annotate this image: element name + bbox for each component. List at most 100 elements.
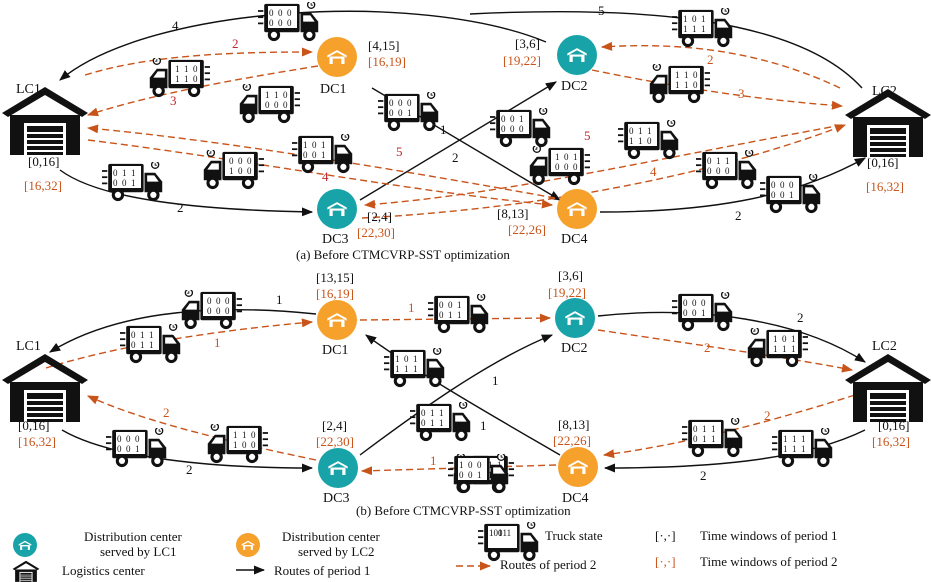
truck-bit: 0 (251, 430, 256, 440)
truck-bit: 0 (725, 166, 730, 176)
lc1-tw1: [0,16] (28, 154, 59, 169)
truck-bit: 0 (389, 108, 394, 118)
truck-bit: 0 (117, 444, 122, 454)
dc1-tw2: [16,19] (316, 286, 354, 301)
dc2-label: DC2 (561, 79, 587, 94)
truck-bit: 1 (184, 74, 189, 84)
truck-bit: 1 (477, 470, 482, 480)
truck-bit: 1 (140, 340, 145, 350)
dc2-tw1: [3,6] (558, 268, 583, 283)
truck-bit: 0 (468, 470, 473, 480)
lc2-warehouse-icon (845, 354, 931, 422)
dc4-label: DC4 (561, 232, 587, 247)
route-num: 4 (650, 164, 657, 179)
truck-bit: 1 (701, 24, 706, 34)
truck-bit: 1 (488, 460, 493, 470)
dc3-node (317, 189, 357, 229)
route-p1-lc1-dc3 (61, 429, 314, 473)
lc2-tw2: [16,32] (872, 434, 910, 449)
route-num: 2 (700, 468, 707, 483)
route-p1-dc1-lc1 (49, 308, 317, 353)
legend-dc-lc1-icon (13, 533, 37, 557)
truck-bit: 1 (702, 424, 707, 434)
truck-bit: 1 (801, 434, 806, 444)
truck-bit: 0 (225, 296, 230, 306)
truck-bit: 0 (692, 298, 697, 308)
truck-bit: 0 (693, 424, 698, 434)
dc4-tw2: [22,26] (553, 433, 591, 448)
truck-bit: 0 (477, 460, 482, 470)
truck-bit: 1 (792, 444, 797, 454)
route-num: 1 (430, 453, 437, 468)
lc2-tw2: [16,32] (866, 179, 904, 194)
truck-bit: 1 (122, 168, 127, 178)
truck-bit: 0 (122, 178, 127, 188)
legend-tw-symbol-p2: [·,·] (655, 554, 676, 569)
dc4-tw1: [8,13] (497, 206, 528, 221)
truck-bit: 0 (126, 434, 131, 444)
truck-bit: 1 (692, 24, 697, 34)
route-num: 1 (214, 335, 221, 350)
route-num: 4 (322, 169, 329, 184)
route-num: 1 (440, 122, 447, 137)
route-p2-dc3-lc1 (86, 395, 317, 461)
route-num: 2 (797, 310, 804, 325)
legend-dc-lc2-line1: Distribution center (282, 529, 381, 544)
truck-bit: 0 (573, 162, 578, 172)
truck-bit: 1 (675, 80, 680, 90)
truck-bit: 1 (131, 168, 136, 178)
truck-bit: 0 (519, 124, 524, 134)
truck-bit: 1 (711, 424, 716, 434)
legend-dc-lc1-line2: served by LC1 (100, 544, 177, 559)
dc1-tw1: [4,15] (368, 38, 399, 53)
truck-bit: 1 (303, 140, 308, 150)
panel-a: 4 5 1 2 2 2 2 2 3 3 5 5 4 4 LC1 [0,16] [… (2, 2, 931, 262)
route-num: 2 (735, 208, 742, 223)
route-num: 2 (163, 405, 170, 420)
dc3-tw1: [2,4] (322, 418, 347, 433)
dc2-label: DC2 (561, 341, 587, 356)
dc3-tw1: [2,4] (367, 209, 392, 224)
lc1-label: LC1 (16, 339, 41, 354)
truck-bit: 0 (782, 334, 787, 344)
truck-bit: 0 (716, 166, 721, 176)
route-num: 5 (396, 144, 403, 159)
legend-routes-p1: Routes of period 1 (274, 563, 370, 578)
dc2-node (557, 35, 597, 75)
truck-bit: 0 (421, 408, 426, 418)
truck-bit: 0 (113, 178, 118, 188)
truck-bit: 0 (242, 440, 247, 450)
dc4-node (557, 189, 597, 229)
lc2-warehouse-icon (845, 89, 931, 157)
dc3-tw2: [22,30] (357, 225, 395, 240)
route-p1-dc4-lc2 (599, 157, 866, 213)
truck-bit: 1 (702, 434, 707, 444)
legend-tw-p1: Time windows of period 1 (700, 528, 837, 543)
dc3-tw2: [22,30] (316, 434, 354, 449)
dc1-label: DC1 (322, 343, 348, 358)
truck-bit: 0 (216, 296, 221, 306)
route-num: 2 (232, 36, 239, 51)
truck-bit: 0 (398, 108, 403, 118)
truck-bit: 0 (448, 300, 453, 310)
truck-bit: 0 (303, 150, 308, 160)
route-num: 2 (764, 408, 771, 423)
truck-bit: 1 (519, 114, 524, 124)
caption-a: (a) Before CTMCVRP-SST optimization (296, 247, 510, 262)
route-num: 2 (452, 150, 459, 165)
truck-bit: 1 (773, 344, 778, 354)
truck-bit: 0 (707, 166, 712, 176)
route-num: 1 (480, 418, 487, 433)
lc1-tw2: [16,32] (18, 434, 56, 449)
route-p2-dc2-lc2 (597, 329, 854, 373)
truck-bit: 1 (274, 90, 279, 100)
truck-bit: 0 (193, 74, 198, 84)
